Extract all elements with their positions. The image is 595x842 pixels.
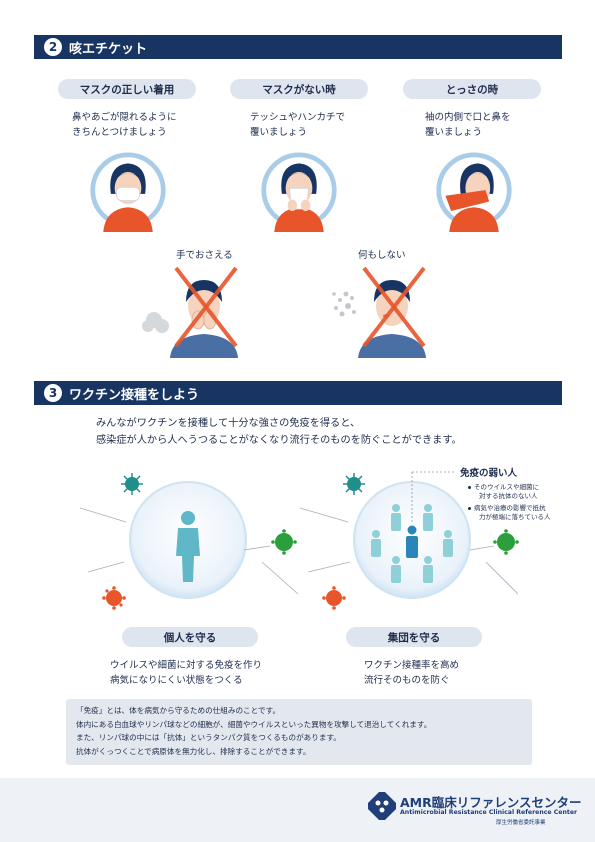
section-number: 3 bbox=[44, 384, 62, 402]
immunity-note-box: 「免疫」とは、体を病気から守るための仕組みのことです。 体内にある白血球やリンパ… bbox=[66, 699, 532, 765]
virus-green-icon bbox=[271, 529, 297, 555]
weak-immunity-title: 免疫の弱い人 bbox=[460, 468, 518, 479]
herd-protection-diagram bbox=[300, 471, 519, 610]
weak-item-1-line-1: そのウイルスや細菌に bbox=[474, 483, 539, 491]
woman-sleeve-illustration bbox=[436, 152, 512, 232]
virus-orange-icon bbox=[102, 586, 126, 610]
mask-text-2: きちんとつけましょう bbox=[72, 127, 167, 138]
bad-nothing-label: 何もしない bbox=[358, 250, 406, 261]
bad-hands-label: 手でおさえる bbox=[176, 250, 233, 261]
virus-green-icon bbox=[493, 529, 519, 555]
logo-main-text: AMR臨床リファレンスセンター bbox=[400, 795, 582, 810]
virus-teal-icon bbox=[121, 473, 143, 495]
woman-mask-illustration bbox=[90, 152, 166, 232]
group-text-1: ワクチン接種率を高め bbox=[364, 660, 460, 671]
section-header-cough-etiquette: 2 咳エチケット bbox=[34, 35, 562, 59]
nomask-text-2: 覆いましょう bbox=[250, 127, 308, 138]
section-title: ワクチン接種をしよう bbox=[69, 387, 200, 403]
label-protect-individual: 個人を守る bbox=[122, 627, 258, 647]
section-title: 咳エチケット bbox=[69, 41, 148, 57]
amr-logo-icon bbox=[368, 792, 396, 820]
section-number: 2 bbox=[44, 38, 62, 56]
label-sudden: とっさの時 bbox=[403, 79, 541, 99]
note-line-2: 体内にある白血球やリンパ球などの細胞が、細菌やウイルスといった異物を攻撃して退治… bbox=[76, 719, 432, 729]
label-no-mask: マスクがない時 bbox=[230, 79, 368, 99]
man-hands-illustration bbox=[142, 266, 238, 358]
individual-protection-diagram bbox=[80, 473, 299, 610]
weak-item-2-line-2: 力が極端に落ちている人 bbox=[479, 513, 551, 521]
bullet-dot bbox=[468, 486, 471, 489]
virus-teal-icon bbox=[343, 473, 365, 495]
logo-english-text: Antimicrobial Resistance Clinical Refere… bbox=[400, 809, 578, 816]
bullet-dot bbox=[468, 507, 471, 510]
individual-text-1: ウイルスや細菌に対する免疫を作り bbox=[110, 660, 263, 671]
virus-orange-icon bbox=[322, 586, 346, 610]
label-correct-mask: マスクの正しい着用 bbox=[58, 79, 196, 99]
sudden-text-1: 袖の内側で口と鼻を bbox=[425, 112, 511, 123]
section-header-vaccination: 3 ワクチン接種をしよう bbox=[34, 381, 562, 405]
footer: AMR臨床リファレンスセンター Antimicrobial Resistance… bbox=[0, 778, 595, 842]
label-protect-group: 集団を守る bbox=[346, 627, 482, 647]
note-line-1: 「免疫」とは、体を病気から守るための仕組みのことです。 bbox=[76, 706, 281, 715]
individual-text-2: 病気になりにくい状態をつくる bbox=[110, 675, 243, 686]
sudden-text-2: 覆いましょう bbox=[425, 127, 483, 138]
intro-line-2: 感染症が人から人へうつることがなくなり流行そのものを防ぐことができます。 bbox=[96, 435, 462, 446]
weak-item-1-line-2: 対する抗体のない人 bbox=[479, 492, 538, 500]
note-line-4: 抗体がくっつくことで病原体を無力化し、排除することができます。 bbox=[76, 746, 311, 756]
logo-sub-text: 厚生労働省委託事業 bbox=[496, 820, 546, 826]
nomask-text-1: テッシュやハンカチで bbox=[250, 112, 346, 123]
mask-text-1: 鼻やあごが隠れるように bbox=[72, 112, 177, 123]
group-text-2: 流行そのものを防ぐ bbox=[364, 675, 450, 686]
woman-tissue-illustration bbox=[261, 152, 337, 232]
note-line-3: また、リンパ球の中には「抗体」というタンパク質をつくるものがあります。 bbox=[76, 733, 341, 742]
weak-item-2-line-1: 病気や治療の影響で抵抗 bbox=[474, 504, 546, 512]
man-nothing-illustration bbox=[332, 266, 426, 358]
intro-line-1: みんながワクチンを接種して十分な強さの免疫を得ると、 bbox=[96, 418, 361, 429]
